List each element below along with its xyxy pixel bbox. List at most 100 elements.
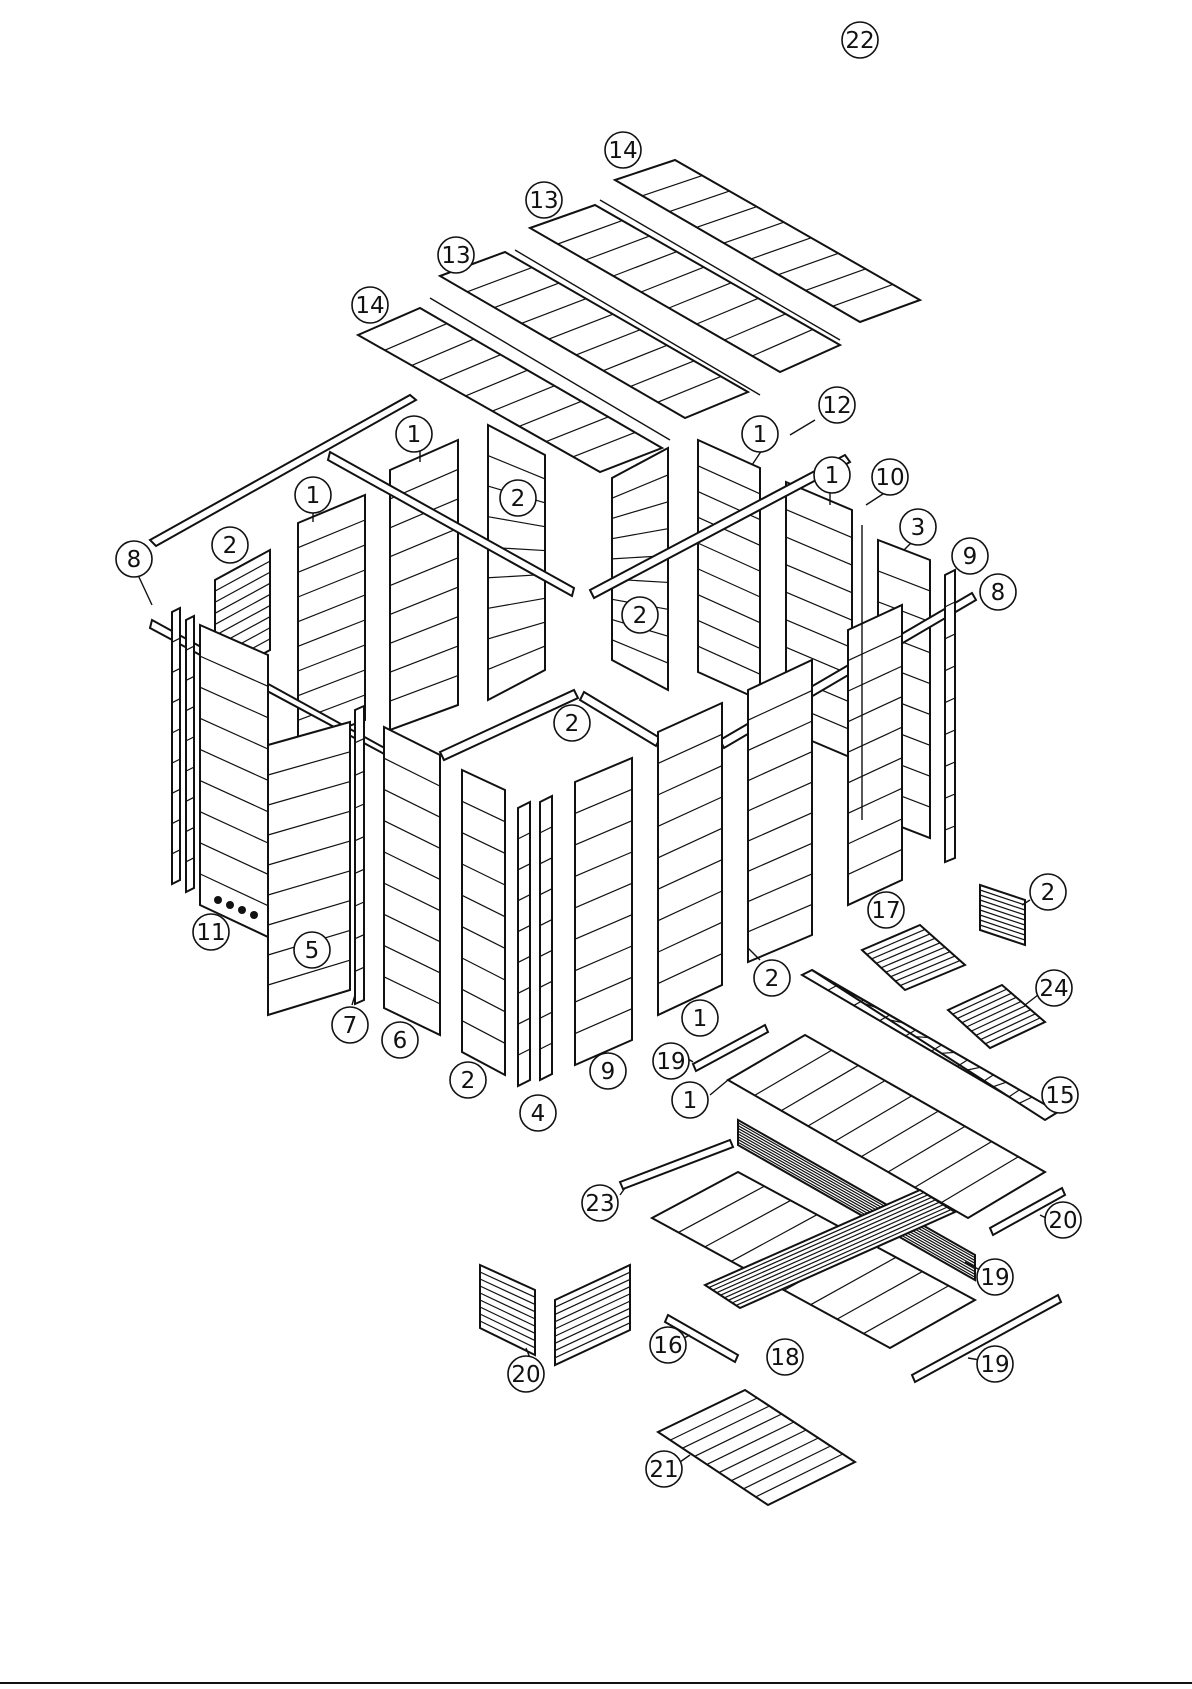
callout-number: 13 <box>529 188 558 214</box>
part-callout-14: 14 <box>352 287 388 323</box>
callout-number: 19 <box>656 1049 685 1075</box>
callout-number: 2 <box>1041 880 1056 906</box>
part-callout-24: 24 <box>1025 970 1072 1006</box>
callout-number: 2 <box>565 711 580 737</box>
wall-panel-1-back-right <box>698 440 760 700</box>
callout-number: 2 <box>223 533 238 559</box>
wall-panel-2-right-mid <box>848 605 902 905</box>
part-callout-4: 4 <box>520 1095 556 1131</box>
bracket-24 <box>980 885 1025 945</box>
wall-panel-2-front-right <box>575 758 632 1065</box>
part-callout-3: 3 <box>900 509 936 550</box>
callout-number: 20 <box>1048 1208 1077 1234</box>
callout-number: 15 <box>1045 1083 1074 1109</box>
callout-number: 9 <box>601 1059 616 1085</box>
side-frames-21 <box>480 1265 630 1365</box>
part-callout-22: 22 <box>842 22 878 58</box>
part-callout-23: 23 <box>582 1185 625 1221</box>
part-callout-18: 18 <box>767 1339 803 1375</box>
part-callout-9: 9 <box>590 1053 626 1089</box>
part-callout-8: 8 <box>116 541 152 605</box>
callout-number: 14 <box>608 138 637 164</box>
part-callout-15: 15 <box>1042 1077 1078 1113</box>
callout-number: 1 <box>753 422 768 448</box>
part-callout-1: 1 <box>742 416 778 465</box>
part-callout-5: 5 <box>294 932 330 968</box>
callout-number: 22 <box>845 28 874 54</box>
callout-number: 23 <box>585 1191 614 1217</box>
corner-post-9-front <box>518 796 552 1086</box>
corner-panel-4 <box>462 770 505 1075</box>
part-callout-17: 17 <box>868 892 904 928</box>
callout-number: 2 <box>765 966 780 992</box>
callout-leader-line <box>680 1455 690 1462</box>
part-callout-2: 2 <box>1022 874 1066 910</box>
callout-number: 3 <box>911 515 926 541</box>
post-6 <box>355 706 364 1004</box>
part-callout-13: 13 <box>526 182 562 218</box>
part-callout-13: 13 <box>438 237 474 273</box>
part-callout-20: 20 <box>508 1348 544 1392</box>
callout-leader-line <box>138 575 152 605</box>
left-corner-posts <box>172 608 194 892</box>
part-callout-19: 19 <box>653 1043 693 1079</box>
callout-number: 9 <box>963 544 978 570</box>
part-callout-14: 14 <box>605 132 641 168</box>
callout-leader-line <box>1025 995 1038 1005</box>
callout-number: 1 <box>693 1006 708 1032</box>
part-callout-20: 20 <box>1040 1202 1081 1238</box>
callout-number: 1 <box>306 483 321 509</box>
callout-number: 5 <box>305 938 320 964</box>
part-callout-2: 2 <box>212 527 248 563</box>
callout-number: 6 <box>393 1028 408 1054</box>
floor-panel-22 <box>658 1390 855 1505</box>
door-7 <box>268 722 350 1015</box>
callout-number: 1 <box>683 1088 698 1114</box>
part-callout-11: 11 <box>193 914 229 950</box>
callout-leader-line <box>790 420 815 435</box>
top-beam-11 <box>440 690 660 760</box>
callout-number: 8 <box>991 580 1006 606</box>
callout-number: 2 <box>633 603 648 629</box>
callout-number: 19 <box>980 1265 1009 1291</box>
floor-deck-15 <box>728 1035 1045 1218</box>
callout-leader-line <box>710 1080 728 1095</box>
callout-number: 21 <box>649 1457 678 1483</box>
callout-number: 7 <box>343 1013 358 1039</box>
callout-number: 13 <box>441 243 470 269</box>
callout-number: 11 <box>196 920 225 946</box>
part-callout-12: 12 <box>790 387 855 435</box>
part-callout-19: 19 <box>968 1346 1013 1382</box>
callout-number: 2 <box>461 1068 476 1094</box>
top-beam-8-left-back <box>150 395 416 546</box>
wall-panel-1-right-front <box>748 660 812 962</box>
part-callout-2: 2 <box>554 705 590 741</box>
part-callout-1: 1 <box>682 1000 718 1036</box>
wall-panel-1-front-right <box>658 703 722 1015</box>
callout-number: 2 <box>511 486 526 512</box>
callout-number: 10 <box>875 465 904 491</box>
wall-panel-1-back-center <box>390 440 458 730</box>
part-callout-2: 2 <box>748 948 790 996</box>
part-callout-7: 7 <box>332 995 368 1043</box>
callout-number: 19 <box>980 1352 1009 1378</box>
part-callout-10: 10 <box>866 459 908 505</box>
part-callout-2: 2 <box>500 480 536 516</box>
wall-panel-2-front-left <box>384 727 440 1035</box>
ramp-23-right <box>948 985 1045 1048</box>
callout-number: 18 <box>770 1345 799 1371</box>
callout-number: 1 <box>407 422 422 448</box>
part-callout-6: 6 <box>382 1022 418 1058</box>
callout-number: 12 <box>822 393 851 419</box>
part-callout-1: 1 <box>672 1080 728 1118</box>
part-callout-2: 2 <box>450 1062 486 1098</box>
callout-number: 1 <box>825 463 840 489</box>
part-callout-9: 9 <box>952 538 988 574</box>
callout-number: 20 <box>511 1362 540 1388</box>
corner-post-9-right <box>945 570 955 862</box>
floor-beam-20-left <box>620 1140 733 1189</box>
page-bottom-rule <box>0 1682 1192 1684</box>
part-callout-8: 8 <box>980 574 1016 610</box>
